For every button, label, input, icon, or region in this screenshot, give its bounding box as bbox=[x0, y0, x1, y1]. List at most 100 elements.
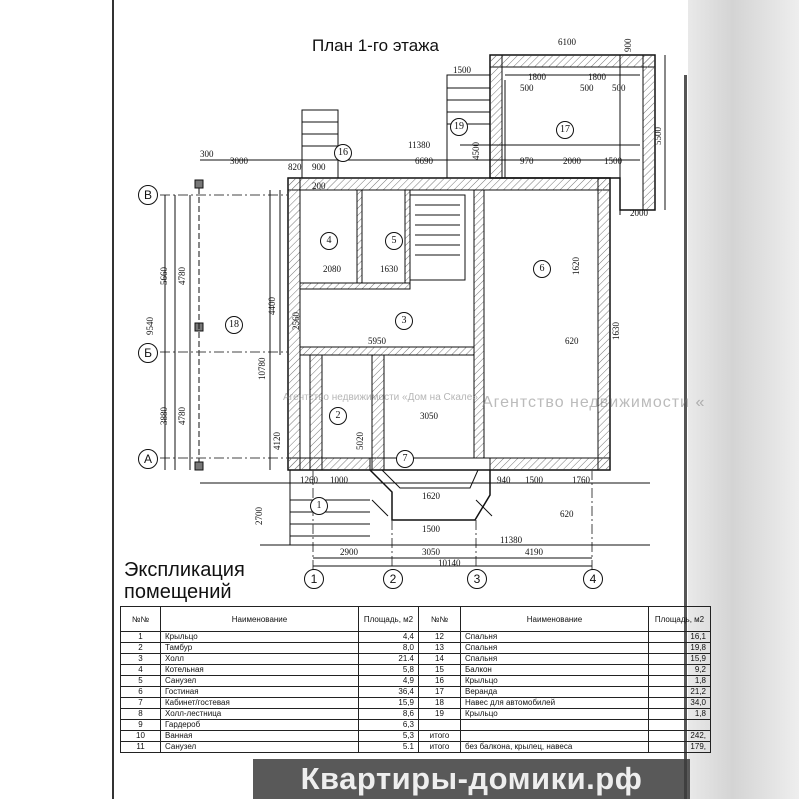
cell-name: Ванная bbox=[160, 730, 359, 742]
dimension-label: 11380 bbox=[408, 140, 431, 150]
axis-b: Б bbox=[138, 343, 158, 363]
cell-n: 3 bbox=[120, 653, 161, 665]
cell-n: 15 bbox=[418, 664, 461, 676]
dimension-label: 900 bbox=[312, 162, 326, 172]
dimension-label: 820 bbox=[288, 162, 302, 172]
room-number-1: 1 bbox=[310, 497, 328, 515]
room-number-18: 18 bbox=[225, 316, 243, 334]
dimension-label: 1500 bbox=[525, 475, 543, 485]
room-number-17: 17 bbox=[556, 121, 574, 139]
room-number-16: 16 bbox=[334, 144, 352, 162]
plan-title: План 1-го этажа bbox=[312, 36, 440, 55]
cell-area: 179, bbox=[648, 741, 711, 753]
cell-n: 19 bbox=[418, 708, 461, 720]
cell-name: Котельная bbox=[160, 664, 359, 676]
cell-area: 15,9 bbox=[358, 697, 419, 709]
room-number-7: 7 bbox=[396, 450, 414, 468]
axis-4: 4 bbox=[583, 569, 603, 589]
cell-n: итого bbox=[418, 730, 461, 742]
dimension-label: 5500 bbox=[653, 127, 663, 145]
paper-edge bbox=[112, 0, 114, 799]
cell-n bbox=[418, 719, 461, 731]
cell-name: Навес для автомобилей bbox=[460, 697, 649, 709]
cell-name: Спальня bbox=[460, 631, 649, 643]
dimension-label: 5950 bbox=[368, 336, 386, 346]
dimension-label: 1630 bbox=[611, 322, 621, 340]
explication-table: №№ Наименование Площадь, м2 №№ Наименова… bbox=[120, 606, 711, 753]
axis-3: 3 bbox=[467, 569, 487, 589]
dimension-label: 6690 bbox=[415, 156, 433, 166]
room-number-6: 6 bbox=[533, 260, 551, 278]
dimension-label: 2000 bbox=[563, 156, 581, 166]
cell-area: 21.4 bbox=[358, 653, 419, 665]
cell-name bbox=[460, 730, 649, 742]
explication-title-line2: помещений bbox=[124, 581, 232, 603]
cell-area: 15,9 bbox=[648, 653, 711, 665]
cell-name: Веранда bbox=[460, 686, 649, 698]
dimension-label: 2560 bbox=[291, 312, 301, 330]
cell-n: 18 bbox=[418, 697, 461, 709]
cell-area: 16,1 bbox=[648, 631, 711, 643]
header-num: №№ bbox=[418, 606, 461, 632]
dimension-label: 1000 bbox=[330, 475, 348, 485]
dimension-label: 940 bbox=[497, 475, 511, 485]
cell-name: Спальня bbox=[460, 642, 649, 654]
dimension-label: 1630 bbox=[380, 264, 398, 274]
cell-name: без балкона, крылец, навеса bbox=[460, 741, 649, 753]
cell-n: 9 bbox=[120, 719, 161, 731]
cell-area: 1,8 bbox=[648, 708, 711, 720]
header-area: Площадь, м2 bbox=[358, 606, 419, 632]
header-num: №№ bbox=[120, 606, 161, 632]
cell-area: 36,4 bbox=[358, 686, 419, 698]
scrollbar[interactable] bbox=[684, 75, 687, 799]
explication-title: Экспликация помещений bbox=[124, 559, 245, 603]
watermark-agency-large: Агентство недвижимости « bbox=[482, 394, 706, 411]
dimension-label: 4120 bbox=[272, 432, 282, 450]
cell-name: Тамбур bbox=[160, 642, 359, 654]
cell-n: 8 bbox=[120, 708, 161, 720]
cell-name: Крыльцо bbox=[460, 708, 649, 720]
dimension-label: 2080 bbox=[323, 264, 341, 274]
axis-a: А bbox=[138, 449, 158, 469]
cell-area: 4,4 bbox=[358, 631, 419, 643]
cell-n: 17 bbox=[418, 686, 461, 698]
dimension-label: 3000 bbox=[230, 156, 248, 166]
header-area: Площадь, м2 bbox=[648, 606, 711, 632]
cell-area bbox=[648, 719, 711, 731]
watermark-agency-small: Агентство недвижимости «Дом на Скале» bbox=[283, 392, 478, 403]
dimension-label: 4190 bbox=[525, 547, 543, 557]
dimension-label: 1260 bbox=[300, 475, 318, 485]
room-number-19: 19 bbox=[450, 118, 468, 136]
explication-title-line1: Экспликация bbox=[124, 559, 245, 581]
dimension-label: 4780 bbox=[177, 267, 187, 285]
cell-name: Санузел bbox=[160, 741, 359, 753]
cell-area: 8,0 bbox=[358, 642, 419, 654]
dimension-label: 2000 bbox=[630, 208, 648, 218]
dimension-label: 4500 bbox=[471, 142, 481, 160]
cell-area: 19,8 bbox=[648, 642, 711, 654]
site-watermark-banner: Квартиры-домики.рф bbox=[253, 759, 690, 799]
dimension-label: 9540 bbox=[145, 317, 155, 335]
cell-area: 21,2 bbox=[648, 686, 711, 698]
dimension-label: 3880 bbox=[159, 407, 169, 425]
dimension-label: 1760 bbox=[572, 475, 590, 485]
dimension-label: 2900 bbox=[340, 547, 358, 557]
cell-n: 5 bbox=[120, 675, 161, 687]
cell-name: Гардероб bbox=[160, 719, 359, 731]
dimension-label: 1500 bbox=[604, 156, 622, 166]
cell-n: 10 bbox=[120, 730, 161, 742]
cell-area: 4,9 bbox=[358, 675, 419, 687]
cell-n: 11 bbox=[120, 741, 161, 753]
dimension-label: 500 bbox=[580, 83, 594, 93]
cell-n: 13 bbox=[418, 642, 461, 654]
axis-1: 1 bbox=[304, 569, 324, 589]
cell-name: Холл-лестница bbox=[160, 708, 359, 720]
cell-name: Спальня bbox=[460, 653, 649, 665]
dimension-label: 300 bbox=[200, 149, 214, 159]
